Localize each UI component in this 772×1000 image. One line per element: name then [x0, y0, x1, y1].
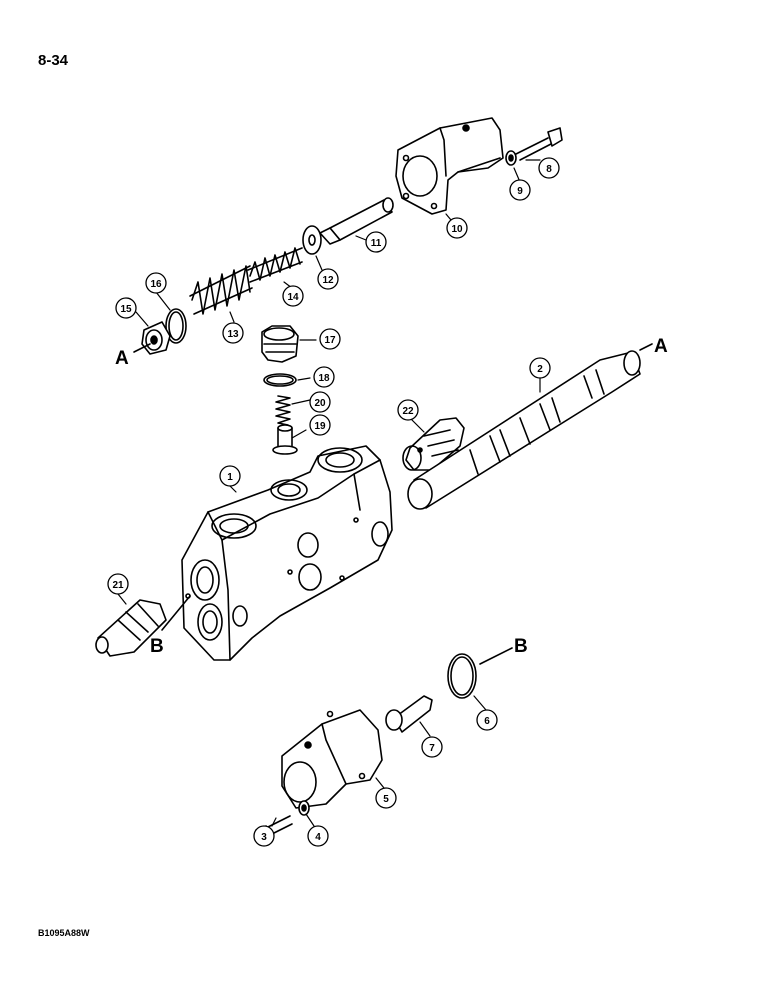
svg-text:18: 18: [318, 373, 330, 384]
part-16-o-ring: [165, 308, 187, 344]
callout-7: 7: [421, 736, 443, 758]
callout-8: 8: [538, 157, 560, 179]
reference-letter-a-left: A: [115, 348, 129, 369]
callout-15: 15: [115, 297, 137, 319]
svg-text:6: 6: [484, 716, 490, 727]
part-6-o-ring: [447, 653, 477, 699]
part-2-spool: [407, 350, 641, 510]
callout-6: 6: [476, 709, 498, 731]
callout-9: 9: [509, 179, 531, 201]
callout-14: 14: [282, 285, 304, 307]
svg-text:22: 22: [402, 406, 414, 417]
part-5-end-cap: [281, 709, 383, 809]
part-20-spring: [275, 395, 291, 426]
part-7-plunger: [385, 695, 433, 733]
part-19-poppet: [272, 424, 298, 455]
callout-16: 16: [145, 272, 167, 294]
reference-line-a-right: [639, 343, 653, 351]
figure-code: B1095A88W: [38, 928, 90, 938]
svg-text:5: 5: [383, 794, 389, 805]
callout-11: 11: [365, 231, 387, 253]
callout-3: 3: [253, 825, 275, 847]
part-17-plug: [261, 325, 299, 363]
part-22-relief-valve: [402, 417, 465, 471]
svg-text:1: 1: [227, 472, 233, 483]
svg-text:16: 16: [150, 279, 162, 290]
svg-text:15: 15: [120, 304, 132, 315]
callout-5: 5: [375, 787, 397, 809]
callout-13: 13: [222, 322, 244, 344]
part-11-plunger: [319, 197, 394, 245]
reference-letter-a-right: A: [654, 336, 668, 357]
callout-21: 21: [107, 573, 129, 595]
svg-text:20: 20: [314, 398, 326, 409]
reference-line-b-right: [479, 647, 513, 665]
svg-text:11: 11: [371, 238, 382, 249]
part-1-valve-body: [181, 445, 393, 661]
svg-text:4: 4: [315, 832, 321, 843]
svg-text:14: 14: [287, 292, 299, 303]
reference-line-b-left: [161, 595, 191, 631]
callout-1: 1: [219, 465, 241, 487]
svg-text:13: 13: [227, 329, 239, 340]
part-4-washer: [298, 800, 310, 816]
callout-4: 4: [307, 825, 329, 847]
part-12-washer: [302, 225, 322, 255]
svg-text:2: 2: [537, 364, 543, 375]
callout-19: 19: [309, 414, 331, 436]
part-14-inner-spring: [247, 247, 303, 283]
svg-text:17: 17: [324, 335, 336, 346]
page-number: 8-34: [38, 52, 69, 69]
callout-12: 12: [317, 268, 339, 290]
part-8-bolt: [515, 127, 563, 161]
part-18-o-ring: [263, 373, 297, 387]
svg-text:21: 21: [112, 580, 124, 591]
svg-text:8: 8: [546, 164, 552, 175]
part-9-washer: [505, 150, 517, 166]
callout-22: 22: [397, 399, 419, 421]
svg-text:3: 3: [261, 832, 267, 843]
svg-text:9: 9: [517, 186, 523, 197]
callout-2: 2: [529, 357, 551, 379]
svg-text:10: 10: [451, 224, 463, 235]
svg-text:12: 12: [322, 275, 334, 286]
reference-letter-b-right: B: [514, 636, 528, 657]
part-10-end-cap: [395, 117, 504, 215]
reference-line-a-left: [133, 343, 151, 353]
callout-20: 20: [309, 391, 331, 413]
part-21-fitting: [95, 599, 167, 657]
callout-17: 17: [319, 328, 341, 350]
callout-18: 18: [313, 366, 335, 388]
svg-text:7: 7: [429, 743, 435, 754]
callouts: 1 2 3 4 5 6 7 8 9 10 11 12 13 14 15 16 1…: [107, 157, 560, 847]
leader-lines: [117, 159, 541, 827]
reference-letter-b-left: B: [150, 636, 164, 657]
part-13-outer-spring: [189, 265, 253, 315]
part-15-cap: [141, 321, 171, 355]
callout-10: 10: [446, 217, 468, 239]
svg-text:19: 19: [314, 421, 326, 432]
